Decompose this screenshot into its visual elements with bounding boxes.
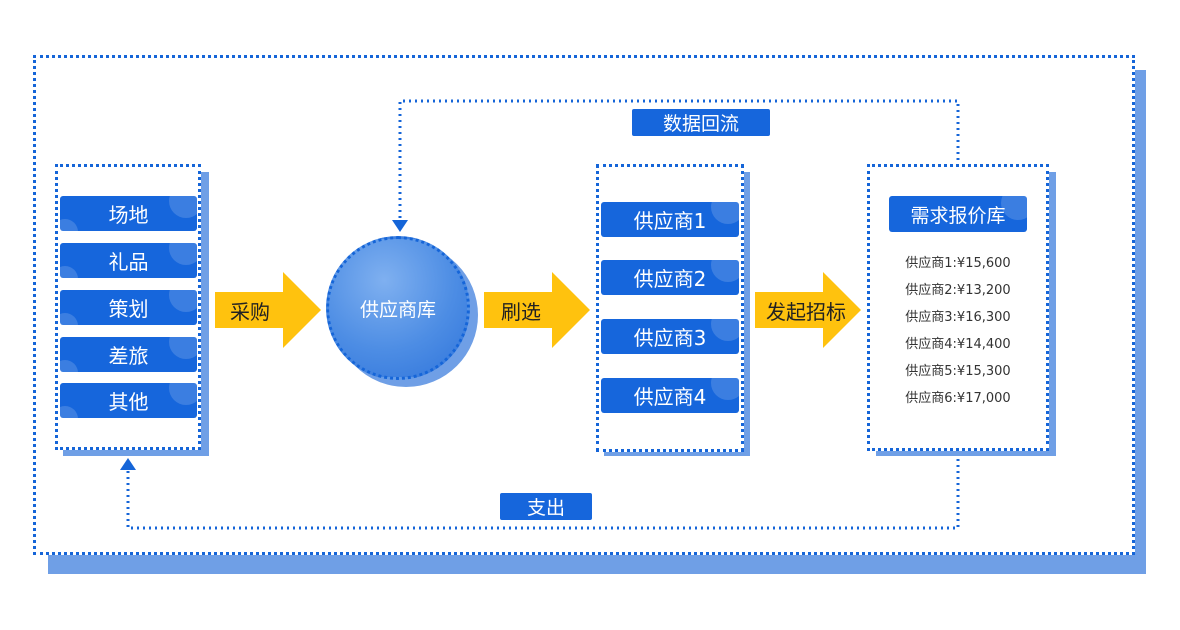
quote-item: 供应商4:¥14,400 bbox=[905, 337, 1011, 352]
supplier-item: 供应商2 bbox=[601, 260, 739, 295]
data-return-arrowhead bbox=[392, 220, 408, 232]
category-item: 礼品 bbox=[60, 243, 197, 278]
category-item: 差旅 bbox=[60, 337, 197, 372]
expense-label: 支出 bbox=[500, 493, 592, 520]
tender-label: 发起招标 bbox=[766, 299, 846, 324]
category-item: 策划 bbox=[60, 290, 197, 325]
quote-item: 供应商5:¥15,300 bbox=[905, 364, 1011, 379]
data-return-line bbox=[398, 99, 960, 222]
expense-arrowhead bbox=[120, 458, 136, 470]
quote-list: 供应商1:¥15,600 供应商2:¥13,200 供应商3:¥16,300 供… bbox=[867, 252, 1049, 412]
purchase-arrow bbox=[215, 272, 321, 348]
filter-arrow bbox=[484, 272, 590, 348]
supplier-pool: 供应商库 bbox=[326, 236, 470, 380]
quote-item: 供应商1:¥15,600 bbox=[905, 256, 1011, 271]
category-item: 场地 bbox=[60, 196, 197, 231]
quote-item: 供应商3:¥16,300 bbox=[905, 310, 1011, 325]
expense-line bbox=[126, 453, 960, 530]
purchase-label: 采购 bbox=[230, 299, 270, 324]
quote-item: 供应商6:¥17,000 bbox=[905, 391, 1011, 406]
data-return-label: 数据回流 bbox=[632, 109, 770, 136]
supplier-item: 供应商4 bbox=[601, 378, 739, 413]
tender-arrow bbox=[755, 272, 861, 348]
filter-label: 刷选 bbox=[501, 299, 541, 324]
supplier-item: 供应商1 bbox=[601, 202, 739, 237]
quote-item: 供应商2:¥13,200 bbox=[905, 283, 1011, 298]
supplier-item: 供应商3 bbox=[601, 319, 739, 354]
category-item: 其他 bbox=[60, 383, 197, 418]
supplier-pool-label: 供应商库 bbox=[359, 298, 436, 321]
quote-library-title: 需求报价库 bbox=[889, 196, 1027, 232]
